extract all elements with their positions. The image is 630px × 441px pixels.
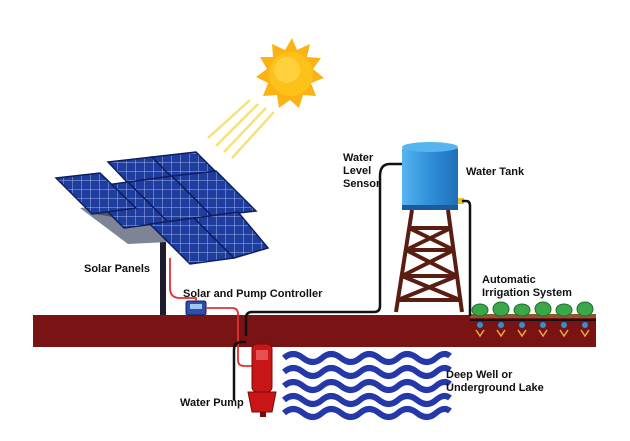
sun-rays-icon	[207, 99, 275, 159]
label-water-source-line: Underground Lake	[446, 382, 544, 394]
irrigation-system	[470, 301, 596, 338]
label-sensor: Water Level Sensor	[343, 152, 380, 191]
label-solar-panels: Solar Panels	[84, 263, 151, 275]
solar-panels	[54, 151, 270, 316]
water-tower	[394, 209, 464, 313]
label-water-source-line: Deep Well or	[446, 369, 513, 381]
label-irrigation: Automatic Irrigation System	[482, 274, 572, 300]
label-controller: Solar and Pump Controller	[183, 288, 323, 300]
underground-water	[282, 350, 452, 420]
label-water-pump: Water Pump	[180, 397, 244, 409]
pump-controller-icon	[185, 300, 207, 316]
label-sensor-line: Sensor	[343, 178, 381, 190]
water-tank-icon	[402, 142, 464, 210]
well-pipe	[232, 340, 246, 400]
label-water-source: Deep Well or Underground Lake	[446, 369, 544, 395]
label-irrigation-line: Automatic	[482, 274, 536, 286]
water-pump-icon	[247, 343, 277, 417]
label-water-tank: Water Tank	[466, 166, 525, 178]
label-irrigation-line: Irrigation System	[482, 287, 572, 299]
label-sensor-line: Level	[343, 165, 372, 177]
power-cable	[169, 258, 252, 367]
water-pipes	[244, 162, 472, 336]
label-sensor-line: Water	[343, 152, 374, 164]
sun-icon	[256, 38, 324, 108]
